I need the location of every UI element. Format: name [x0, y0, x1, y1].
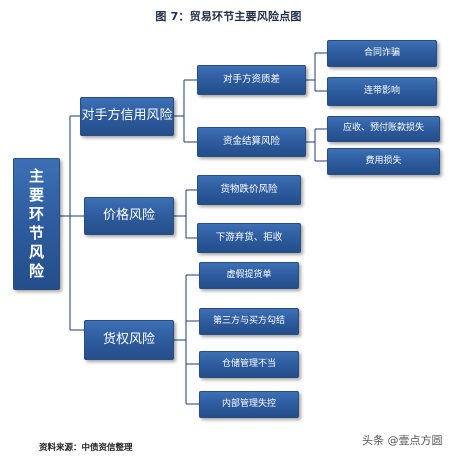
- root-char: 节: [28, 224, 44, 242]
- leaf-receivable-loss: 应收、预付账款损失: [327, 116, 440, 142]
- node-counterparty-quality: 对手方资质差: [197, 65, 306, 95]
- root-char: 环: [28, 205, 44, 223]
- leaf-contract-fraud: 合同诈骗: [327, 40, 437, 67]
- watermark-text: 头条 @壹点方圆: [362, 434, 443, 447]
- root-box-main-risks: 主 要 环 节 风 险: [13, 158, 60, 290]
- source-note: 资料来源：中债资信整理: [39, 443, 133, 453]
- connector-quality: [306, 52, 327, 92]
- leaf-joint-impact: 连带影响: [327, 77, 437, 106]
- root-char: 风: [28, 243, 44, 261]
- connector-price: [174, 189, 197, 239]
- root-char: 要: [28, 186, 44, 204]
- connector-root: [60, 115, 84, 331]
- leaf-internal-control-failure: 内部管理失控: [199, 391, 299, 418]
- leaf-goods-price-drop: 货物跌价风险: [197, 175, 301, 205]
- root-char: 主: [28, 167, 44, 185]
- leaf-downstream-rejection: 下游弃货、拒收: [197, 223, 301, 253]
- leaf-expense-loss: 费用损失: [327, 148, 440, 175]
- node-price-risk: 价格风险: [84, 197, 174, 235]
- node-counterparty-credit-risk: 对手方信用风险: [80, 97, 174, 136]
- leaf-third-party-collusion: 第三方与买方勾结: [199, 308, 299, 335]
- root-char: 险: [28, 262, 44, 280]
- connector-settlement: [306, 128, 327, 162]
- leaf-warehouse-mismanagement: 仓储管理不当: [199, 351, 299, 378]
- leaf-fake-bill-of-lading: 虚假提货单: [199, 262, 299, 289]
- diagram-title: 图 7：贸易环节主要风险点图: [155, 10, 302, 23]
- connector-counterparty: [174, 79, 197, 143]
- node-settlement-risk: 资金结算风险: [197, 127, 306, 157]
- node-ownership-risk: 货权风险: [84, 320, 174, 360]
- connector-ownership: [174, 274, 199, 405]
